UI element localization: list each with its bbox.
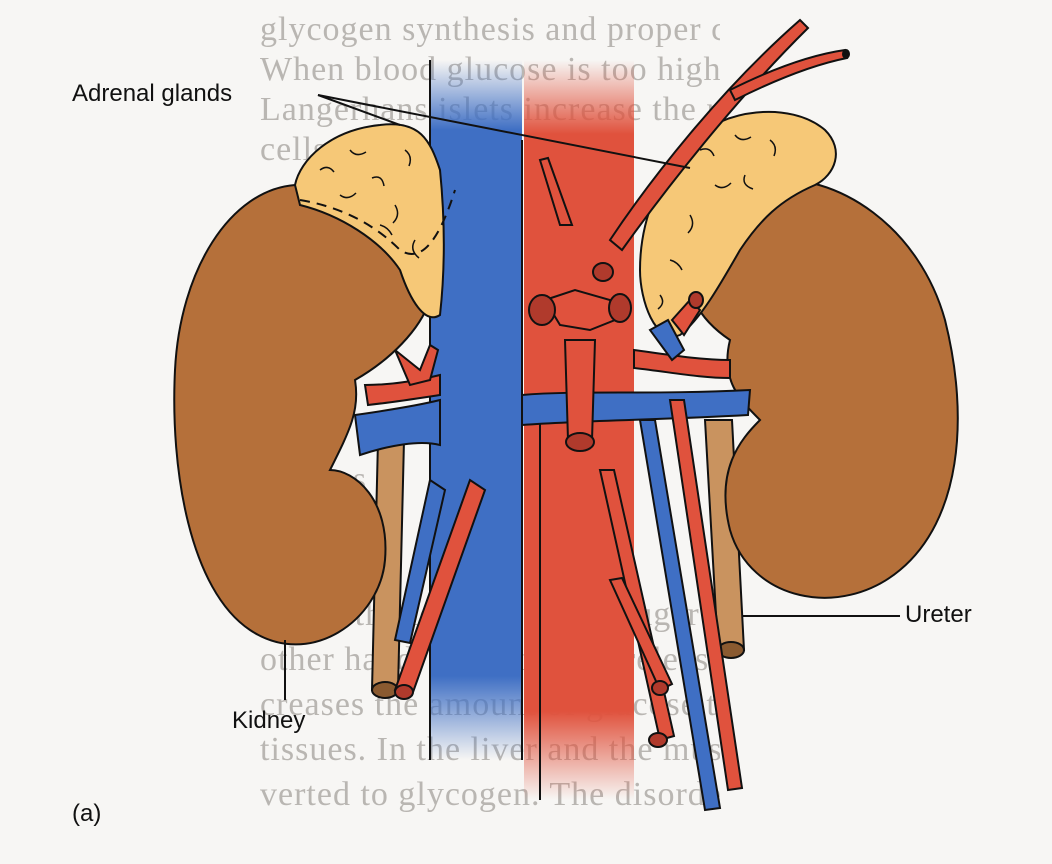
right-renal-artery [633,348,731,380]
adrenal-glands-label: Adrenal glands [72,80,233,107]
kidney-label: Kidney [232,707,306,734]
bg-text-12: verted to glycogen. The disorder known a… [260,776,720,813]
panel-label: (a) [72,800,102,827]
ureter-label: Ureter [905,601,972,628]
right-gonadal-vessels [638,419,722,812]
adrenal-leader-right [317,94,691,169]
superior-mesenteric-artery [563,339,597,441]
vena-cava [430,60,522,760]
bg-text-1: glycogen synthesis and proper capillary … [260,11,720,48]
left-adrenal-gland [293,123,445,319]
left-renal-vein [353,398,441,457]
adrenal-leader-left [317,94,401,126]
